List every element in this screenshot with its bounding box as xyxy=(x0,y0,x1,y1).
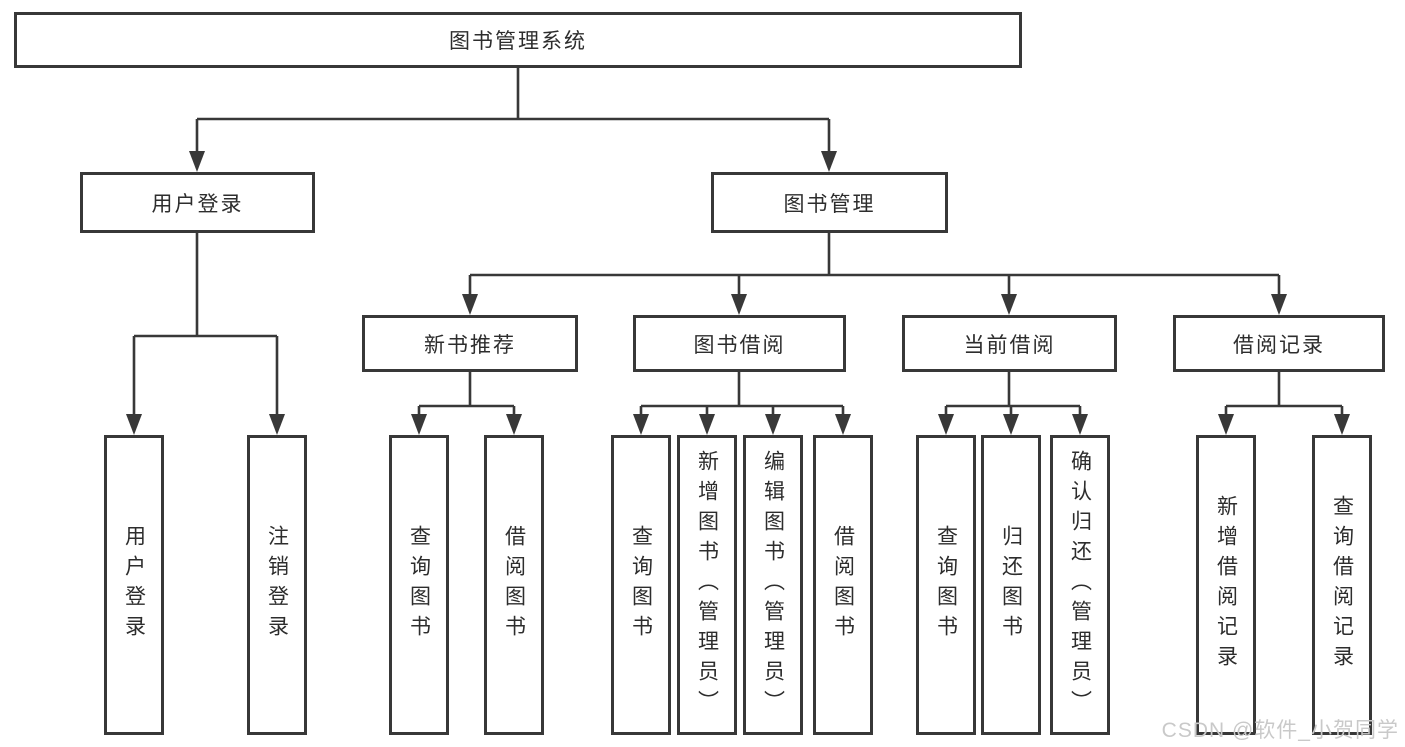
node-current-borrowing: 当前借阅 xyxy=(902,315,1117,372)
node-label: 当前借阅 xyxy=(963,333,1056,357)
node-label: 借阅图书 xyxy=(831,525,855,645)
node-label: 查询图书 xyxy=(629,525,653,645)
node-book-borrowing: 图书借阅 xyxy=(633,315,846,372)
node-label: 编辑图书（管理员） xyxy=(761,450,785,720)
node-label: 查询图书 xyxy=(934,525,958,645)
node-label: 图书管理系统 xyxy=(449,30,587,53)
node-label: 用户登录 xyxy=(122,525,146,645)
leaf-query-books-current: 查询图书 xyxy=(916,435,976,735)
node-user-login-branch: 用户登录 xyxy=(80,172,315,233)
leaf-add-books-admin: 新增图书（管理员） xyxy=(677,435,737,735)
node-label: 新书推荐 xyxy=(424,333,516,357)
arrowhead-icons xyxy=(126,151,1350,435)
leaf-query-books-borrow: 查询图书 xyxy=(611,435,671,735)
leaf-confirm-return-admin: 确认归还（管理员） xyxy=(1050,435,1110,735)
csdn-watermark: CSDN @软件_小贺同学 xyxy=(1161,719,1399,742)
node-label: 注销登录 xyxy=(265,525,289,645)
node-label: 图书管理 xyxy=(783,192,876,216)
node-label: 查询图书 xyxy=(407,525,431,645)
leaf-user-login: 用户登录 xyxy=(104,435,164,735)
leaf-logout: 注销登录 xyxy=(247,435,307,735)
node-label: 借阅图书 xyxy=(502,525,526,645)
node-label: 图书借阅 xyxy=(693,333,786,357)
leaf-query-books-recommend: 查询图书 xyxy=(389,435,449,735)
node-label: 确认归还（管理员） xyxy=(1068,450,1092,720)
node-label: 查询借阅记录 xyxy=(1330,495,1354,675)
node-new-book-recommend: 新书推荐 xyxy=(362,315,578,372)
leaf-return-books: 归还图书 xyxy=(981,435,1041,735)
node-label: 用户登录 xyxy=(151,192,244,216)
node-label: 新增图书（管理员） xyxy=(695,450,719,720)
leaf-borrow-books-recommend: 借阅图书 xyxy=(484,435,544,735)
leaf-borrow-books: 借阅图书 xyxy=(813,435,873,735)
node-book-management-branch: 图书管理 xyxy=(711,172,948,233)
leaf-query-borrow-record: 查询借阅记录 xyxy=(1312,435,1372,735)
node-borrowing-records: 借阅记录 xyxy=(1173,315,1385,372)
tree-branches xyxy=(132,68,1344,421)
leaf-add-borrow-record: 新增借阅记录 xyxy=(1196,435,1256,735)
node-root-library-system: 图书管理系统 xyxy=(14,12,1022,68)
node-label: 新增借阅记录 xyxy=(1214,495,1238,675)
leaf-edit-books-admin: 编辑图书（管理员） xyxy=(743,435,803,735)
node-label: 归还图书 xyxy=(999,525,1023,645)
node-label: 借阅记录 xyxy=(1233,333,1325,357)
